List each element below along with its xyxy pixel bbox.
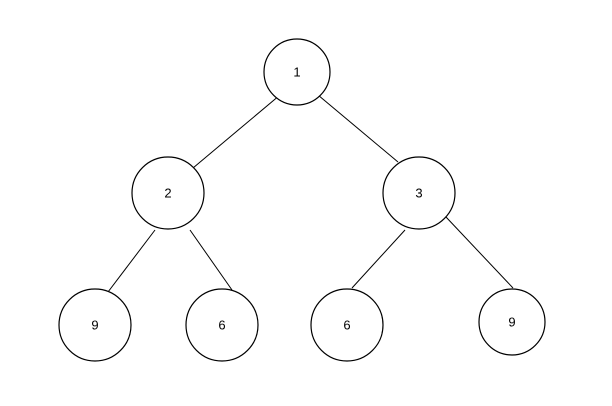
edge-root-to-left — [192, 94, 281, 169]
node-circle — [310, 288, 384, 362]
node-circle — [131, 156, 205, 230]
tree-node: 6 — [310, 288, 384, 362]
edge-left-to-left-left — [107, 229, 156, 293]
node-label: 2 — [164, 186, 171, 201]
edge-root-to-right — [317, 94, 399, 163]
node-circle — [478, 288, 546, 356]
tree-node: 9 — [478, 288, 546, 356]
node-circle — [185, 288, 259, 362]
node-label: 6 — [218, 318, 225, 333]
node-label: 1 — [293, 65, 300, 80]
node-circle — [382, 156, 456, 230]
tree-node: 3 — [382, 156, 456, 230]
tree-node: 2 — [131, 156, 205, 230]
edge-left-to-left-right — [189, 229, 233, 291]
node-circle — [58, 288, 132, 362]
node-label: 6 — [343, 318, 350, 333]
edge-right-to-right-right — [445, 216, 514, 289]
node-label: 3 — [415, 186, 422, 201]
tree-node: 6 — [185, 288, 259, 362]
tree-node: 9 — [58, 288, 132, 362]
node-circle — [263, 38, 331, 106]
node-label: 9 — [91, 318, 98, 333]
tree-node: 1 — [263, 38, 331, 106]
node-label: 9 — [508, 315, 515, 330]
edge-right-to-right-left — [351, 229, 406, 289]
